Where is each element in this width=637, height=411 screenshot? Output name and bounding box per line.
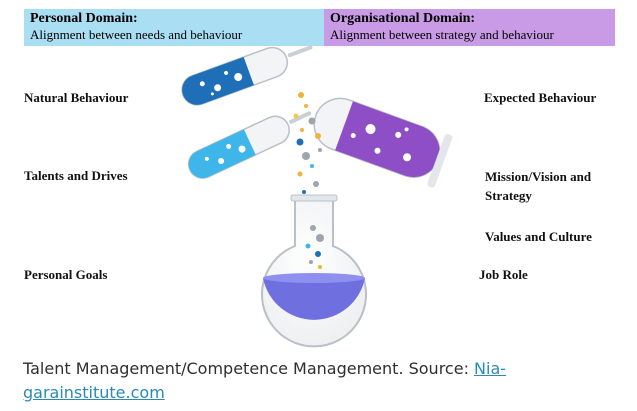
dark-blue-test-tube (181, 45, 313, 106)
personal-domain-title: Personal Domain: (30, 11, 138, 26)
figure-caption: Talent Management/Competence Management.… (23, 357, 623, 405)
label-personal-goals: Personal Goals (24, 267, 108, 282)
caption-text: Talent Management/Competence Management.… (23, 359, 475, 378)
round-bottom-flask (261, 194, 367, 348)
source-link-part2[interactable]: garainstitute.com (23, 383, 165, 402)
label-job-role: Job Role (479, 267, 528, 282)
organisational-domain-subtitle: Alignment between strategy and behaviour (330, 27, 554, 42)
label-values-and-culture: Values and Culture (485, 229, 592, 244)
label-strategy: Strategy (485, 188, 532, 203)
personal-domain-subtitle: Alignment between needs and behaviour (30, 27, 243, 42)
organisational-domain-header: Organisational Domain: Alignment between… (324, 9, 615, 46)
purple-test-tube (313, 97, 453, 188)
source-link-part1[interactable]: Nia- (474, 359, 507, 378)
personal-domain-header: Personal Domain: Alignment between needs… (24, 9, 324, 46)
label-talents-and-drives: Talents and Drives (24, 168, 128, 183)
light-blue-test-tube (187, 111, 312, 179)
label-expected-behaviour: Expected Behaviour (484, 90, 597, 105)
label-mission-vision: Mission/Vision and (485, 169, 592, 184)
organisational-domain-title: Organisational Domain: (330, 11, 476, 26)
label-natural-behaviour: Natural Behaviour (24, 90, 129, 105)
